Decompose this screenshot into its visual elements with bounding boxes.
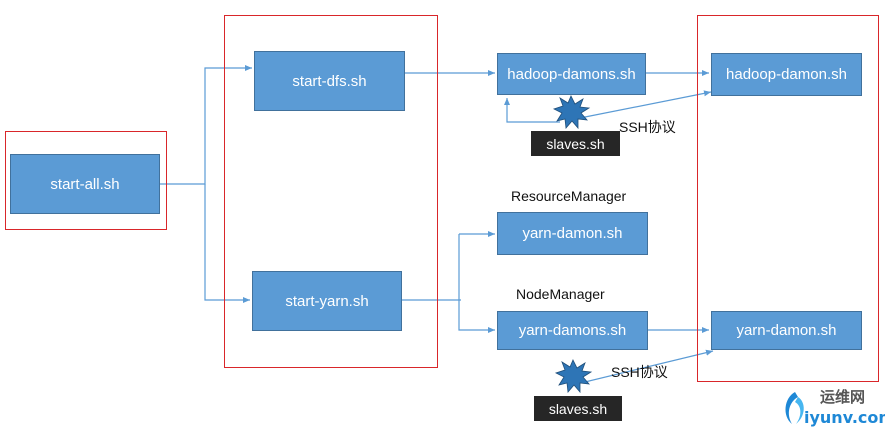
connector-ssh-bottom bbox=[584, 349, 714, 383]
connector-slaves-loop bbox=[504, 98, 560, 123]
ssh-label-bottom: SSH协议 bbox=[611, 364, 668, 380]
burst-icon-top bbox=[552, 95, 591, 130]
connector-ssh-top bbox=[579, 90, 712, 119]
hadoop-damons-node: hadoop-damons.sh bbox=[497, 53, 646, 95]
start-yarn-node: start-yarn.sh bbox=[252, 271, 402, 331]
start-dfs-node: start-dfs.sh bbox=[254, 51, 405, 111]
hadoop-damon-node: hadoop-damon.sh bbox=[711, 53, 862, 96]
connector-all-to-yarn bbox=[204, 184, 250, 303]
start-all-node: start-all.sh bbox=[10, 154, 160, 214]
watermark-domain: iyunv.com bbox=[804, 408, 885, 427]
connector-yarn-bracket bbox=[458, 234, 495, 333]
connector-all-to-dfs bbox=[160, 65, 252, 185]
ssh-label-top: SSH协议 bbox=[619, 119, 676, 135]
frame-start-scripts bbox=[224, 15, 438, 368]
burst-icon-bottom bbox=[554, 359, 593, 394]
frame-start-all bbox=[5, 131, 167, 230]
slaves-bottom-node: slaves.sh bbox=[534, 396, 622, 421]
frame-damon-scripts bbox=[697, 15, 879, 382]
node-manager-label: NodeManager bbox=[516, 286, 605, 302]
yarn-damon-rm-node: yarn-damon.sh bbox=[497, 212, 648, 255]
yarn-damons-node: yarn-damons.sh bbox=[497, 311, 648, 350]
slaves-top-node: slaves.sh bbox=[531, 131, 620, 156]
watermark-cn: 运维网 bbox=[820, 388, 866, 406]
resource-manager-label: ResourceManager bbox=[511, 188, 627, 204]
yarn-damon-nm-node: yarn-damon.sh bbox=[711, 311, 862, 350]
watermark: 运维网 iyunv.com bbox=[780, 384, 885, 432]
watermark-logo-icon bbox=[785, 392, 804, 424]
